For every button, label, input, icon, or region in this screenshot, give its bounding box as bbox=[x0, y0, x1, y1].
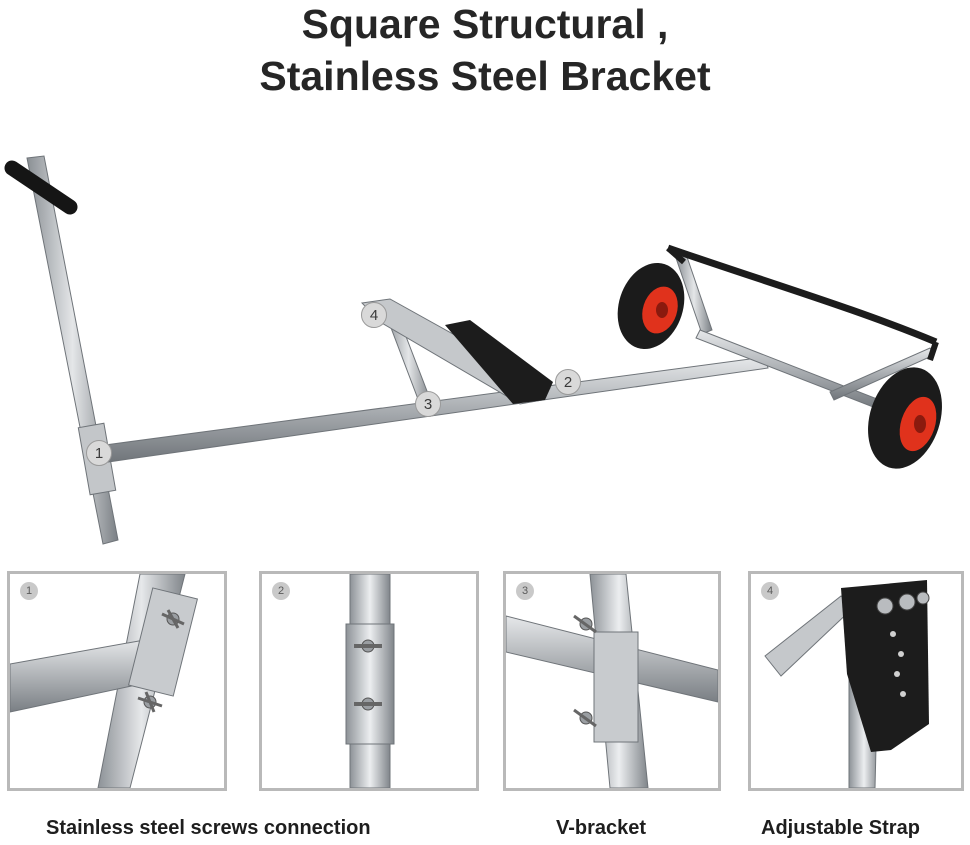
right-wheel-icon bbox=[868, 367, 942, 469]
detail-badge-4: 4 bbox=[761, 582, 779, 600]
trolley-illustration: 1 2 3 4 bbox=[0, 140, 970, 560]
detail-tube-joint: 2 bbox=[259, 571, 479, 791]
wing-nut-icon bbox=[137, 691, 163, 713]
detail-badge-2: 2 bbox=[272, 582, 290, 600]
caption-v-bracket: V-bracket bbox=[556, 817, 647, 839]
axle-strap bbox=[666, 244, 938, 346]
callout-1: 1 bbox=[86, 440, 112, 466]
detail-3-drawing bbox=[506, 574, 718, 788]
wing-nut-icon bbox=[354, 697, 382, 711]
trolley-drawing bbox=[4, 155, 942, 545]
bolt-icon bbox=[916, 591, 930, 605]
caption-adjustable-strap: Adjustable Strap bbox=[761, 817, 920, 839]
handle-grip-icon bbox=[4, 160, 78, 215]
detail-2-drawing bbox=[345, 574, 395, 788]
title-line-1: Square Structural , bbox=[301, 1, 669, 47]
title-line-2: Stainless Steel Bracket bbox=[259, 53, 711, 99]
detail-badge-3: 3 bbox=[516, 582, 534, 600]
callout-3: 3 bbox=[415, 391, 441, 417]
callout-4: 4 bbox=[361, 302, 387, 328]
detail-adjustable-strap: 4 bbox=[748, 571, 964, 791]
detail-1-drawing bbox=[10, 574, 199, 788]
callout-2: 2 bbox=[555, 369, 581, 395]
detail-v-bracket: 3 bbox=[503, 571, 721, 791]
v-bracket-pad bbox=[445, 320, 553, 404]
wing-nut-icon bbox=[161, 609, 185, 629]
wing-nut-icon bbox=[573, 708, 597, 728]
bolt-icon bbox=[876, 597, 894, 615]
bolt-icon bbox=[898, 593, 916, 611]
caption-screws-connection: Stainless steel screws connection bbox=[46, 817, 371, 839]
wing-nut-icon bbox=[354, 639, 382, 653]
product-title: Square Structural , Stainless Steel Brac… bbox=[0, 0, 970, 104]
detail-badge-1: 1 bbox=[20, 582, 38, 600]
left-wheel-icon bbox=[617, 263, 685, 349]
strap-pad bbox=[841, 580, 929, 752]
detail-4-drawing bbox=[764, 580, 930, 788]
detail-screws-connection: 1 bbox=[7, 571, 227, 791]
wing-nut-icon bbox=[573, 614, 597, 634]
